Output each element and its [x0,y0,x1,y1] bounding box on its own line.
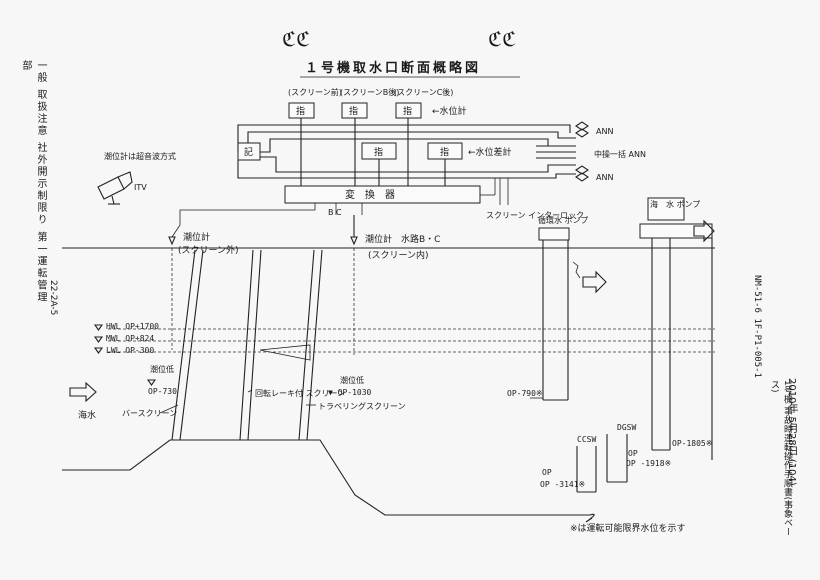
level-lwl: LWL OP-300 [106,346,154,355]
svg-text:指: 指 [403,105,412,117]
ann-alarm-icons [575,121,589,182]
leader-lines [159,389,316,414]
water-level-lines [93,324,715,354]
circ-pump-column [542,240,581,401]
diagram-title: １号機取水口断面概略図 [305,60,481,76]
converter-box: 変 換 器 [284,185,481,204]
itv-camera-icon [97,171,133,205]
indicator-box-4: 指 [361,142,397,160]
tide-gauge-outer [168,224,181,350]
bar-screen-label: バースクリーン [122,409,177,418]
indicator-box-3: 指 [395,102,422,119]
tide-gauge-outer-label: 潮位計 [183,231,210,243]
low-tide-1-marker [146,379,157,386]
seawater-inflow-arrow [69,381,97,403]
tide-gauge-inner-label: 潮位計 水路B・C [365,233,440,245]
indicator-box-1: 指 [288,102,315,119]
tide-gauge-inner [350,215,358,355]
footnote: ※は運転可能限界水位を示す [570,522,686,534]
low-tide-2-value: ▼ OP-1030 [328,388,372,397]
itv-label: ITV [134,183,147,192]
right-doc-title: 1号機 事故時運転操作手順書(事象ベース) [769,380,792,537]
low-tide-2-label: 潮位低 [340,375,364,385]
circ-pump-label: 循環水 ポンプ [538,215,588,225]
signal-wiring [179,118,576,225]
svg-text:指: 指 [440,146,449,158]
sea-pump-discharge-arrow [693,219,715,243]
low-tide-1-value: OP-730 [148,387,177,396]
bar-screen [171,249,204,441]
traveling-screen-label: トラベリングスクリーン [318,401,406,411]
left-stamp: 一般 取扱注意 社外開示制限り 第一運転管理部 [20,60,46,304]
left-number: 22-2A-5 [48,280,58,316]
seawater-label: 海水 [78,409,96,421]
ann-lower: ANN [596,173,613,182]
header-mark-right: ℭℭ [488,27,516,51]
svg-text:指: 指 [296,105,305,117]
right-doc-id: NM-51-6 1F-P1-005-1 [752,275,762,378]
sea-pump-level: OP-1805※ [672,439,712,448]
rotary-screen-label: 回転レーキ付 スクリーン [255,388,345,398]
svg-text:変 換 器: 変 換 器 [345,188,395,201]
sediment-wedge [259,344,311,361]
rotary-screen [239,249,262,441]
channel-bottom-profile [62,439,595,523]
tide-gauge-outer-sub: (スクリーン外) [178,244,239,256]
label-screen-b: (スクリーンB後) [340,87,399,97]
header-mark-left: ℭℭ [282,27,310,51]
ccsw-pump-column [576,446,597,493]
ccsw-level: OP -3141※ [540,480,585,489]
level-gauge-note: ←水位計 [432,105,467,117]
screen-interlock-label: スクリーン インターロック [486,211,584,220]
low-tide-1-label: 潮位低 [150,364,174,374]
circ-pump-motor [538,227,570,241]
label-screen-outer: (スクリーン前) [288,87,342,97]
dgsw-label: DGSW [617,423,636,432]
ann-upper: ANN [596,127,613,136]
svg-text:指: 指 [349,105,358,117]
ccsw-label: CCSW [577,435,596,444]
svg-text:記: 記 [244,146,253,158]
sea-pump-column [639,223,713,460]
converter-ports: B C [328,208,342,217]
circ-discharge-arrow [582,270,607,294]
ann-central: 中操一括 ANN [594,149,646,159]
label-screen-c: (スクリーンC後) [394,87,453,97]
level-mwl: MWL OP+824 [106,334,154,343]
traveling-screen [298,249,323,441]
right-doc-date: 2010年 5月28日 (104) [786,378,797,486]
sea-pump-label: 海 水 ポンプ [650,199,700,209]
dgsw-level: OP -1918※ [626,459,671,468]
ccsw-level-op: OP [542,468,552,477]
diff-gauge-note: ←水位差計 [468,146,512,158]
tide-method-note: 潮位計は超音波方式 [104,151,176,161]
indicator-box-5: 指 [427,142,463,160]
indicator-box-2: 指 [341,102,368,119]
level-hwl: HWL OP+1700 [106,322,159,331]
dgsw-pump-column [606,434,628,483]
dgsw-level-op: OP [628,449,638,458]
tide-gauge-inner-sub: (スクリーン内) [368,249,429,261]
recorder-box: 記 [237,142,261,161]
circ-pump-level: OP-790※ [507,389,543,398]
sea-pump-housing [647,197,685,221]
svg-text:指: 指 [374,146,383,158]
